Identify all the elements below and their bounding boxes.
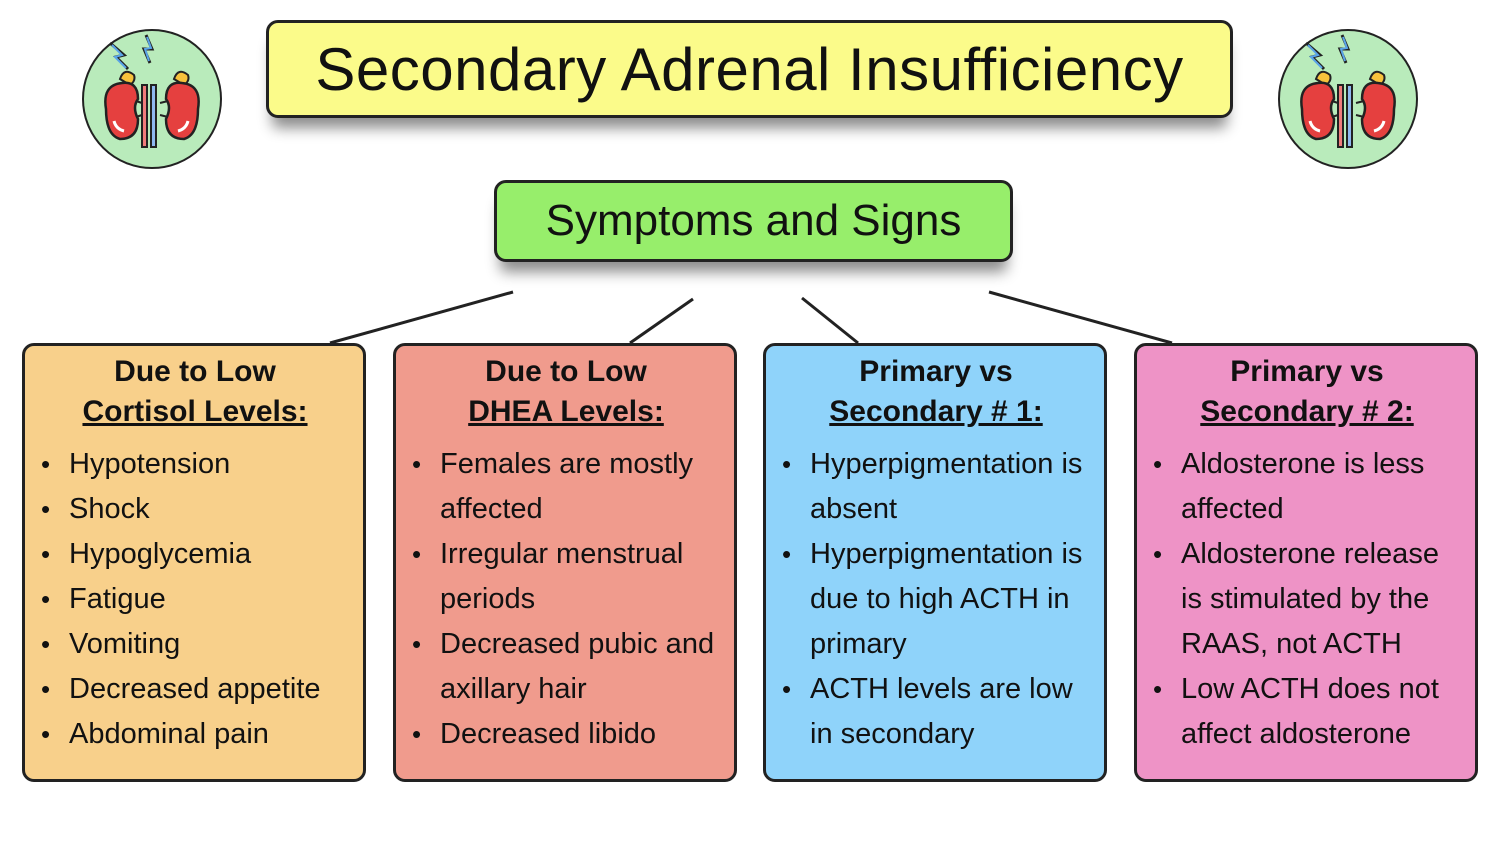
card-title-line1: Due to Low — [485, 355, 647, 388]
subtitle: Symptoms and Signs — [545, 196, 962, 245]
list-item: Aldosterone release is stimulated by the… — [1149, 532, 1465, 667]
card-title-line2: Secondary # 2: — [1200, 395, 1414, 428]
card-title-line1: Primary vs — [1230, 355, 1384, 388]
list-item: Shock — [37, 487, 353, 532]
list-item: Abdominal pain — [37, 712, 353, 757]
subtitle-box: Symptoms and Signs — [494, 180, 1013, 262]
list-item: Aldosterone is less affected — [1149, 442, 1465, 532]
connector-line-3 — [801, 296, 859, 345]
list-item: Low ACTH does not affect aldosterone — [1149, 667, 1465, 757]
list-item: Decreased libido — [408, 712, 724, 757]
bullet-list: Aldosterone is less affected Aldosterone… — [1149, 442, 1465, 757]
page-title: Secondary Adrenal Insufficiency — [315, 35, 1184, 103]
card-title-line2: Secondary # 1: — [829, 395, 1043, 428]
kidney-icon-left — [80, 27, 224, 171]
list-item: Decreased appetite — [37, 667, 353, 712]
bullet-list: Females are mostly affected Irregular me… — [408, 442, 724, 757]
bullet-list: Hypotension Shock Hypoglycemia Fatigue V… — [37, 442, 353, 757]
list-item: Irregular menstrual periods — [408, 532, 724, 622]
card-title: Due to Low Cortisol Levels: — [37, 352, 353, 432]
card-primary-vs-secondary-2: Primary vs Secondary # 2: Aldosterone is… — [1134, 343, 1478, 782]
list-item: Females are mostly affected — [408, 442, 724, 532]
card-low-dhea: Due to Low DHEA Levels: Females are most… — [393, 343, 737, 782]
list-item: Hypotension — [37, 442, 353, 487]
card-low-cortisol: Due to Low Cortisol Levels: Hypotension … — [22, 343, 366, 782]
list-item: ACTH levels are low in secondary — [778, 667, 1094, 757]
card-title-line2: DHEA Levels: — [468, 395, 664, 428]
card-title-line2: Cortisol Levels: — [82, 395, 308, 428]
list-item: Hyperpigmentation is absent — [778, 442, 1094, 532]
list-item: Fatigue — [37, 577, 353, 622]
card-title: Primary vs Secondary # 1: — [778, 352, 1094, 432]
connector-line-1 — [329, 290, 514, 345]
title-box: Secondary Adrenal Insufficiency — [266, 20, 1233, 118]
kidneys-adrenal-icon — [82, 29, 222, 169]
connector-line-2 — [629, 297, 694, 345]
card-primary-vs-secondary-1: Primary vs Secondary # 1: Hyperpigmentat… — [763, 343, 1107, 782]
card-title: Primary vs Secondary # 2: — [1149, 352, 1465, 432]
list-item: Decreased pubic and axillary hair — [408, 622, 724, 712]
card-title-line1: Primary vs — [859, 355, 1013, 388]
card-title: Due to Low DHEA Levels: — [408, 352, 724, 432]
kidney-icon-right — [1276, 27, 1420, 171]
kidneys-adrenal-icon — [1278, 29, 1418, 169]
card-title-line1: Due to Low — [114, 355, 276, 388]
bullet-list: Hyperpigmentation is absent Hyperpigment… — [778, 442, 1094, 757]
list-item: Vomiting — [37, 622, 353, 667]
connector-line-4 — [988, 290, 1173, 345]
list-item: Hyperpigmentation is due to high ACTH in… — [778, 532, 1094, 667]
list-item: Hypoglycemia — [37, 532, 353, 577]
